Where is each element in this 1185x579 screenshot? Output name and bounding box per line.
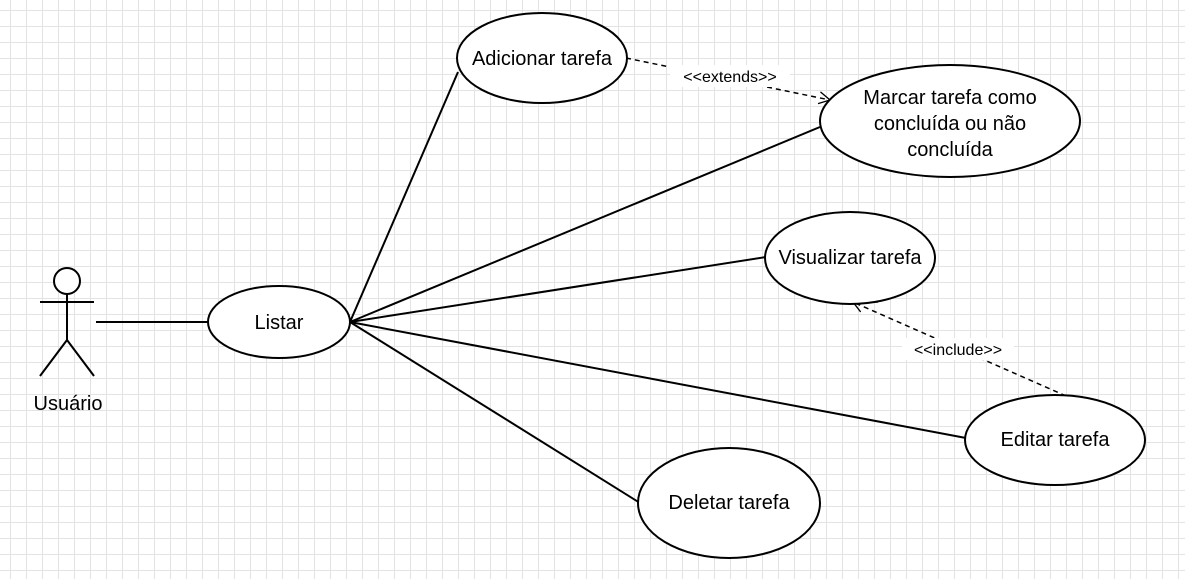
use-case-editar-tarefa[interactable]: Editar tarefa <box>964 394 1146 486</box>
association-listar-deletar <box>349 321 641 504</box>
associations <box>96 71 967 504</box>
association-listar-visualizar <box>349 256 767 323</box>
association-listar-marcar <box>349 126 821 323</box>
extends-label: <<extends>> <box>683 69 776 86</box>
use-case-deletar-tarefa[interactable]: Deletar tarefa <box>637 447 821 559</box>
use-case-listar[interactable]: Listar <box>207 285 351 359</box>
use-case-deletar-tarefa-shape <box>637 447 821 559</box>
extends-arrow <box>625 57 832 105</box>
use-case-adicionar-tarefa-shape <box>456 12 628 104</box>
use-case-deletar-tarefa-label: Deletar tarefa <box>668 492 790 514</box>
association-listar-adicionar <box>349 71 459 323</box>
use-case-marcar-tarefa-line-1: Marcar tarefa como <box>863 87 1036 109</box>
use-case-editar-tarefa-shape <box>964 394 1146 486</box>
use-case-marcar-tarefa-line-2: concluída ou não <box>874 113 1026 135</box>
include-label-bg <box>902 338 1014 360</box>
extends-label-bg <box>670 65 790 87</box>
actor-usuario <box>39 267 95 377</box>
dependencies <box>625 57 1067 397</box>
actor-head <box>53 267 81 295</box>
use-case-adicionar-tarefa[interactable]: Adicionar tarefa <box>456 12 628 104</box>
use-case-editar-tarefa-label: Editar tarefa <box>1001 429 1111 451</box>
use-case-visualizar-tarefa[interactable]: Visualizar tarefa <box>764 211 936 305</box>
use-case-marcar-tarefa-shape <box>819 64 1081 178</box>
use-case-listar-shape <box>207 285 351 359</box>
use-case-visualizar-tarefa-label: Visualizar tarefa <box>778 247 922 269</box>
actor-label: Usuário <box>34 393 103 415</box>
association-listar-editar <box>349 321 967 439</box>
include-arrow <box>851 300 1067 397</box>
include-label: <<include>> <box>914 342 1002 359</box>
use-case-marcar-tarefa[interactable]: Marcar tarefa como concluída ou não conc… <box>819 64 1081 178</box>
actor-right-leg <box>66 339 95 377</box>
use-case-visualizar-tarefa-shape <box>764 211 936 305</box>
use-case-adicionar-tarefa-label: Adicionar tarefa <box>472 48 613 70</box>
use-case-marcar-tarefa-line-3: concluída <box>907 139 993 161</box>
use-case-listar-label: Listar <box>255 312 304 334</box>
actor-left-leg <box>39 339 68 377</box>
